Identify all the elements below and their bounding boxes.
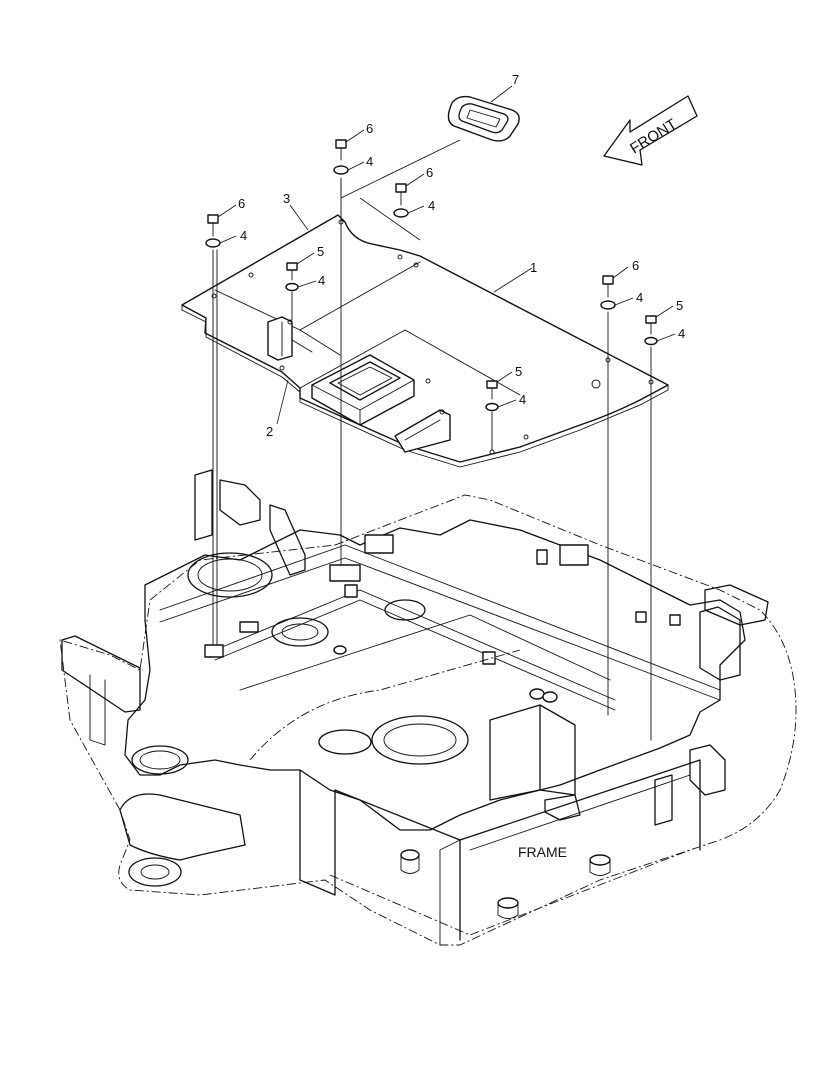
callout-5: 5	[515, 364, 522, 379]
callout-3: 3	[283, 191, 290, 206]
callout-4: 4	[519, 392, 526, 407]
callout-6: 6	[238, 196, 245, 211]
callout-2: 2	[266, 424, 273, 439]
callout-4: 4	[366, 154, 373, 169]
frame-label: FRAME	[518, 844, 567, 860]
front-direction-arrow-icon: FRONT	[603, 95, 698, 166]
callout-6: 6	[632, 258, 639, 273]
floor-plate-assembly	[181, 214, 669, 468]
callout-4: 4	[678, 326, 685, 341]
callout-5: 5	[676, 298, 683, 313]
callout-6: 6	[426, 165, 433, 180]
callout-6: 6	[366, 121, 373, 136]
callout-4: 4	[428, 198, 435, 213]
callout-5: 5	[317, 244, 324, 259]
alignment-lines	[212, 177, 652, 741]
grommet-part-7	[447, 95, 520, 142]
front-label: FRONT	[627, 116, 680, 158]
callout-4: 4	[240, 228, 247, 243]
callout-4: 4	[636, 290, 643, 305]
callout-1: 1	[530, 260, 537, 275]
callout-7: 7	[512, 72, 519, 87]
machine-frame	[59, 469, 797, 946]
callout-4: 4	[318, 273, 325, 288]
